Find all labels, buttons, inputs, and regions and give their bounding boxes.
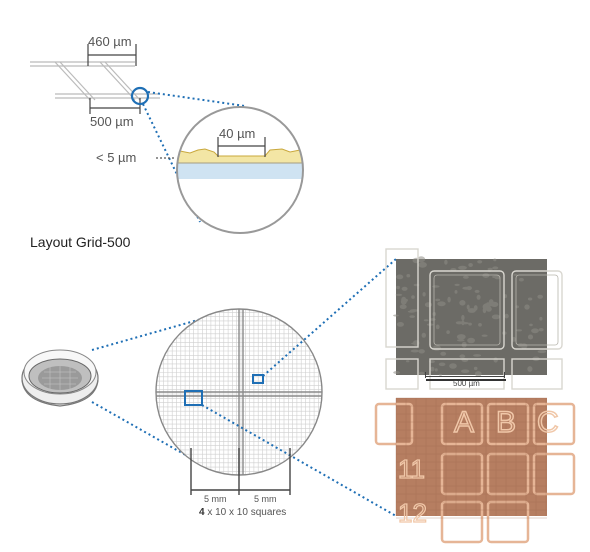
- zoom-source-circle: [130, 86, 150, 106]
- letter-a: A: [453, 405, 475, 440]
- layout-title: Layout Grid-500: [30, 234, 131, 250]
- petri-dish-illustration: [21, 349, 99, 407]
- number-12: 12: [397, 497, 427, 528]
- film-layer: [177, 148, 303, 164]
- dim-top-label: 460 µm: [88, 34, 132, 49]
- thickness-label: < 5 µm: [96, 150, 136, 165]
- grid-highlight-left: [184, 390, 203, 406]
- scale-tick-left: [425, 372, 426, 378]
- grid-circle: [155, 308, 323, 476]
- magnified-width-label: 40 µm: [219, 126, 255, 141]
- scale-bar: [426, 379, 506, 381]
- scale-tick-right: [504, 372, 505, 378]
- micrograph-scale-bar: [425, 376, 505, 377]
- dimension-5mm: [190, 448, 291, 495]
- dim-left-label: 5 mm: [204, 494, 227, 504]
- dim-bottom-label: 500 µm: [90, 114, 134, 129]
- zoom-line-bottom: [142, 103, 201, 223]
- dimension-40: [217, 137, 266, 157]
- squares-count-label: 4 x 10 x 10 squares: [199, 507, 286, 518]
- grid-zoom-line-top: [262, 258, 397, 377]
- micrograph-scale-label: 500 µm: [453, 379, 480, 388]
- squares-rest: x 10 x 10 squares: [205, 507, 287, 518]
- letter-c: C: [536, 405, 559, 440]
- dish-zoom-line-top: [91, 315, 213, 351]
- micrograph-cells-grid: [385, 248, 563, 390]
- dimension-460: [87, 44, 137, 66]
- magnified-cross-section: [176, 106, 304, 234]
- dim-right-label: 5 mm: [254, 494, 277, 504]
- zoom-line-top: [147, 91, 246, 107]
- grid-highlight-right: [252, 374, 264, 384]
- grid-zoom-line-bottom: [201, 404, 397, 517]
- grid-bar-schematic: [30, 61, 160, 101]
- squares-bold: 4: [199, 507, 205, 518]
- number-11: 11: [397, 453, 425, 484]
- substrate-layer: [177, 163, 303, 179]
- dimension-500: [89, 98, 141, 114]
- micrograph-lettered-grid: A B C 11 12: [374, 397, 576, 544]
- letter-b: B: [495, 405, 517, 440]
